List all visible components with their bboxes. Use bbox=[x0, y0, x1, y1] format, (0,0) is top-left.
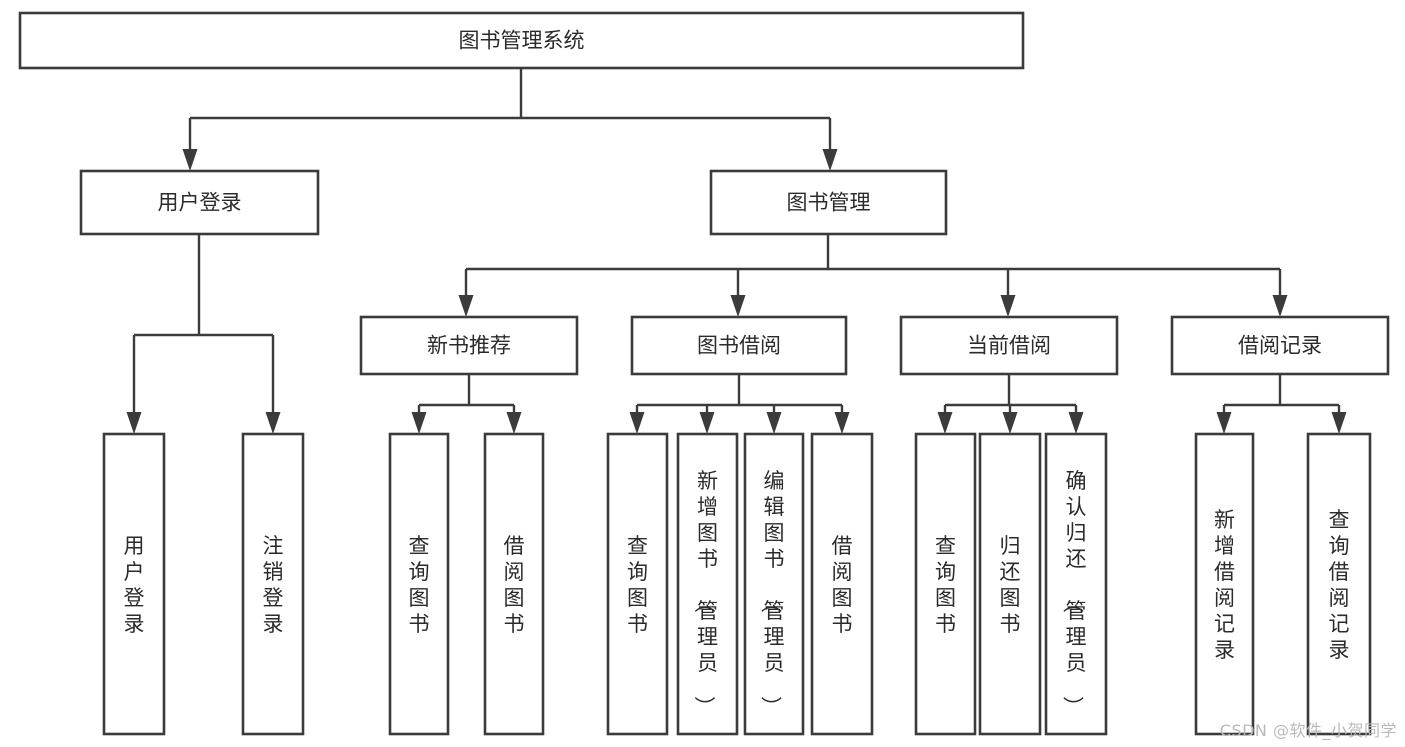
borrow-book-bus-drop-0-arrowhead bbox=[629, 412, 645, 434]
borrow-book-bus-drop-2-arrowhead bbox=[766, 412, 782, 434]
node-l2_1[interactable]: 图书借阅 bbox=[630, 315, 848, 376]
node-box-l3_12[interactable] bbox=[1306, 432, 1372, 736]
node-l3_0[interactable]: 用户登录 bbox=[102, 432, 166, 736]
node-box-l3_3[interactable] bbox=[483, 432, 545, 736]
root-bus-drop-0-arrowhead bbox=[182, 149, 198, 171]
node-l2_2[interactable]: 当前借阅 bbox=[899, 315, 1119, 376]
node-label-l3_2: 查询图书 bbox=[409, 534, 430, 636]
book-manage-bus-drop-1-arrowhead bbox=[730, 295, 746, 317]
node-label-l3_5: 新增图书（管理员） bbox=[692, 469, 718, 717]
node-label-l1_1: 图书管理 bbox=[787, 191, 871, 215]
node-box-l2_0[interactable] bbox=[359, 315, 579, 376]
node-l2_0[interactable]: 新书推荐 bbox=[359, 315, 579, 376]
node-l3_4[interactable]: 查询图书 bbox=[606, 432, 669, 736]
node-box-l2_3[interactable] bbox=[1170, 315, 1390, 376]
node-label-l3_3: 借阅图书 bbox=[504, 534, 525, 636]
current-borrow-bus-drop-1-arrowhead bbox=[1002, 412, 1018, 434]
new-book-bus-drop-0-arrowhead bbox=[411, 412, 427, 434]
node-label-l1_0: 用户登录 bbox=[158, 191, 242, 215]
node-l3_11[interactable]: 新增借阅记录 bbox=[1194, 432, 1255, 736]
node-label-l3_0: 用户登录 bbox=[124, 534, 145, 636]
node-l3_10[interactable]: 确认归还（管理员） bbox=[1044, 432, 1108, 736]
node-box-l1_1[interactable] bbox=[709, 169, 948, 236]
node-layer: 图书管理系统用户登录图书管理新书推荐图书借阅当前借阅借阅记录用户登录注销登录查询… bbox=[18, 11, 1390, 736]
book-manage-bus-drop-0-arrowhead bbox=[458, 295, 474, 317]
node-box-l3_6[interactable] bbox=[743, 432, 805, 736]
borrow-record-bus-drop-0-arrowhead bbox=[1216, 412, 1232, 434]
node-box-l3_8[interactable] bbox=[914, 432, 977, 736]
node-box-l3_7[interactable] bbox=[810, 432, 874, 736]
node-label-l3_10: 确认归还（管理员） bbox=[1061, 469, 1087, 717]
node-label-l3_8: 查询图书 bbox=[935, 534, 956, 636]
node-l3_2[interactable]: 查询图书 bbox=[388, 432, 450, 736]
node-l3_5[interactable]: 新增图书（管理员） bbox=[676, 432, 739, 736]
borrow-book-bus-drop-1-arrowhead bbox=[699, 412, 715, 434]
node-box-l2_2[interactable] bbox=[899, 315, 1119, 376]
book-manage-bus-drop-2-arrowhead bbox=[1000, 295, 1016, 317]
node-box-l2_1[interactable] bbox=[630, 315, 848, 376]
current-borrow-bus-drop-2-arrowhead bbox=[1068, 412, 1084, 434]
node-box-l3_9[interactable] bbox=[978, 432, 1042, 736]
borrow-record-bus-drop-1-arrowhead bbox=[1331, 412, 1347, 434]
node-label-l3_1: 注销登录 bbox=[263, 534, 284, 636]
book-manage-bus-drop-3-arrowhead bbox=[1272, 295, 1288, 317]
node-l3_1[interactable]: 注销登录 bbox=[241, 432, 305, 736]
node-l3_9[interactable]: 归还图书 bbox=[978, 432, 1042, 736]
node-box-l3_10[interactable] bbox=[1044, 432, 1108, 736]
node-label-l3_9: 归还图书 bbox=[1000, 534, 1021, 636]
user-login-bus-drop-1-arrowhead bbox=[265, 412, 281, 434]
node-box-l3_0[interactable] bbox=[102, 432, 166, 736]
node-l1_1[interactable]: 图书管理 bbox=[709, 169, 948, 236]
root-bus-drop-1-arrowhead bbox=[822, 149, 838, 171]
node-box-l3_2[interactable] bbox=[388, 432, 450, 736]
node-label-l3_7: 借阅图书 bbox=[832, 534, 853, 636]
node-label-root: 图书管理系统 bbox=[459, 29, 585, 53]
node-label-l3_12: 查询借阅记录 bbox=[1329, 508, 1350, 662]
node-label-l2_3: 借阅记录 bbox=[1238, 334, 1322, 358]
connector-layer bbox=[126, 68, 1347, 434]
node-l3_7[interactable]: 借阅图书 bbox=[810, 432, 874, 736]
new-book-bus-drop-1-arrowhead bbox=[506, 412, 522, 434]
node-l3_3[interactable]: 借阅图书 bbox=[483, 432, 545, 736]
node-label-l2_2: 当前借阅 bbox=[967, 334, 1051, 358]
node-box-l3_4[interactable] bbox=[606, 432, 669, 736]
borrow-book-bus-drop-3-arrowhead bbox=[834, 412, 850, 434]
node-label-l2_1: 图书借阅 bbox=[697, 334, 781, 358]
node-box-l1_0[interactable] bbox=[79, 169, 320, 236]
node-label-l3_4: 查询图书 bbox=[627, 534, 648, 636]
node-l3_6[interactable]: 编辑图书（管理员） bbox=[743, 432, 805, 736]
node-root[interactable]: 图书管理系统 bbox=[18, 11, 1025, 70]
current-borrow-bus-drop-0-arrowhead bbox=[937, 412, 953, 434]
csdn-watermark: CSDN @软件_小贺同学 bbox=[1219, 721, 1397, 740]
node-box-root[interactable] bbox=[18, 11, 1025, 70]
node-l3_8[interactable]: 查询图书 bbox=[914, 432, 977, 736]
node-l3_12[interactable]: 查询借阅记录 bbox=[1306, 432, 1372, 736]
node-box-l3_11[interactable] bbox=[1194, 432, 1255, 736]
node-l2_3[interactable]: 借阅记录 bbox=[1170, 315, 1390, 376]
node-box-l3_1[interactable] bbox=[241, 432, 305, 736]
node-label-l3_6: 编辑图书（管理员） bbox=[759, 469, 785, 717]
node-label-l2_0: 新书推荐 bbox=[427, 334, 511, 358]
node-box-l3_5[interactable] bbox=[676, 432, 739, 736]
user-login-bus-drop-0-arrowhead bbox=[126, 412, 142, 434]
node-l1_0[interactable]: 用户登录 bbox=[79, 169, 320, 236]
node-label-l3_11: 新增借阅记录 bbox=[1214, 508, 1235, 662]
